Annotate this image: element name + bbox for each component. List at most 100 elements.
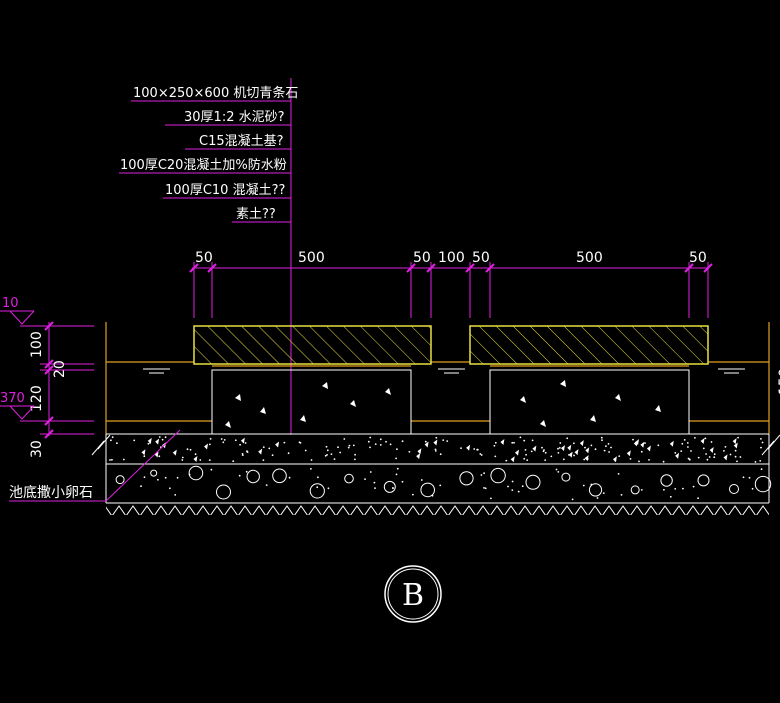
gravel-pebble — [660, 474, 673, 487]
gravel-pebble — [115, 475, 125, 485]
gravel-pebble — [754, 475, 772, 493]
aggregate-chip — [172, 449, 177, 456]
aggregate-dot — [326, 449, 329, 452]
gravel-dot — [316, 486, 319, 489]
gravel-dot — [164, 476, 167, 479]
gravel-dot — [483, 472, 485, 475]
gravel-dot — [395, 473, 398, 476]
aggregate-dot — [526, 459, 529, 461]
gravel-dot — [176, 476, 179, 479]
aggregate-dot — [111, 436, 114, 439]
gravel-dot — [507, 485, 509, 488]
aggregate-dot — [494, 441, 497, 444]
concrete-base-left — [211, 369, 412, 435]
aggregate-dot — [439, 453, 442, 456]
gravel-dot — [245, 470, 248, 473]
aggregate-dot — [333, 458, 336, 460]
slab-lines — [91, 433, 780, 504]
gravel-dot — [327, 487, 330, 490]
aggregate-dot — [702, 447, 705, 450]
aggregate-dot — [442, 439, 445, 441]
aggregate-dot — [435, 436, 438, 439]
aggregate-dot — [304, 449, 307, 452]
gravel-dot — [420, 479, 423, 481]
aggregate-dot — [325, 445, 328, 448]
aggregate-dot — [557, 452, 560, 454]
aggregate-dot — [562, 458, 565, 461]
aggregate-dot — [734, 449, 737, 452]
top-dimension-chain — [189, 262, 713, 318]
aggregate-dot — [408, 450, 411, 453]
aggregate-dot — [618, 455, 621, 457]
aggregate-dot — [681, 442, 684, 445]
layer-labels: 100×250×600 机切青条石 30厚1:2 水泥砂? C15混凝土基? 1… — [120, 85, 298, 222]
gravel-pebble — [459, 471, 474, 486]
aggregate-dot — [754, 461, 757, 463]
aggregate-dot — [542, 450, 545, 453]
aggregate-dot — [424, 440, 427, 443]
aggregate-dot — [352, 444, 355, 447]
gravel-pebble — [246, 469, 260, 484]
gravel-pebble — [525, 474, 541, 490]
aggregate-chip — [532, 445, 537, 452]
gravel-dot — [238, 474, 241, 477]
aggregate-chip — [417, 448, 422, 455]
aggregate-dot — [519, 436, 522, 439]
aggregate-chip — [584, 455, 589, 462]
aggregate-dot — [713, 453, 716, 456]
aggregate-dot — [147, 442, 150, 445]
gravel-dot — [439, 484, 442, 487]
aggregate-chip — [258, 448, 263, 455]
aggregate-chip — [510, 456, 515, 463]
dim-top-5: 50 — [472, 250, 490, 266]
aggregate-dot — [369, 446, 371, 449]
aggregate-dot — [262, 459, 265, 461]
section-mark: B — [384, 565, 442, 623]
aggregate-dot — [109, 459, 111, 461]
aggregate-chip — [424, 441, 429, 448]
left-dimension-texts: 100 20 120 30 — [29, 331, 68, 458]
aggregate-dot — [544, 459, 547, 461]
aggregate-dot — [694, 437, 696, 439]
aggregate-dot — [530, 450, 533, 453]
dim-top-7: 50 — [689, 250, 707, 266]
aggregate-dot — [760, 438, 762, 440]
aggregate-dot — [473, 448, 476, 450]
aggregate-dot — [662, 460, 665, 463]
aggregate-dot — [220, 438, 223, 440]
gravel-dot — [484, 487, 487, 490]
aggregate-dot — [476, 448, 479, 451]
aggregate-dot — [544, 451, 547, 454]
gravel-dot — [364, 478, 366, 480]
aggregate-chip — [612, 456, 617, 463]
aggregate-dot — [395, 457, 397, 460]
gravel-pebble — [216, 484, 231, 500]
aggregate-chip — [633, 440, 638, 447]
aggregate-dot — [268, 447, 271, 450]
gravel-dot — [401, 480, 404, 483]
aggregate-dot — [208, 459, 211, 461]
gravel-dot — [373, 481, 376, 484]
gravel-dot — [742, 476, 745, 479]
aggregate-dot — [683, 439, 686, 441]
aggregate-chip — [585, 447, 590, 454]
aggregate-dot — [239, 443, 242, 446]
aggregate-dot — [708, 456, 711, 458]
gravel-dot — [143, 476, 146, 479]
aggregate-dot — [505, 459, 508, 462]
aggregate-dot — [610, 446, 612, 449]
aggregate-dot — [379, 444, 382, 446]
gravel-dot — [663, 488, 665, 491]
aggregate-dot — [186, 448, 189, 451]
aggregate-dot — [189, 448, 192, 451]
aggregate-dot — [706, 458, 709, 461]
aggregate-dot — [713, 456, 716, 459]
aggregate-dot — [559, 442, 562, 444]
aggregate-dot — [262, 446, 265, 448]
aggregate-dot — [143, 455, 146, 458]
compacted-soil-hatch — [106, 504, 769, 515]
aggregate-dot — [434, 450, 437, 452]
aggregate-dot — [480, 454, 483, 456]
aggregate-chip — [568, 451, 573, 458]
